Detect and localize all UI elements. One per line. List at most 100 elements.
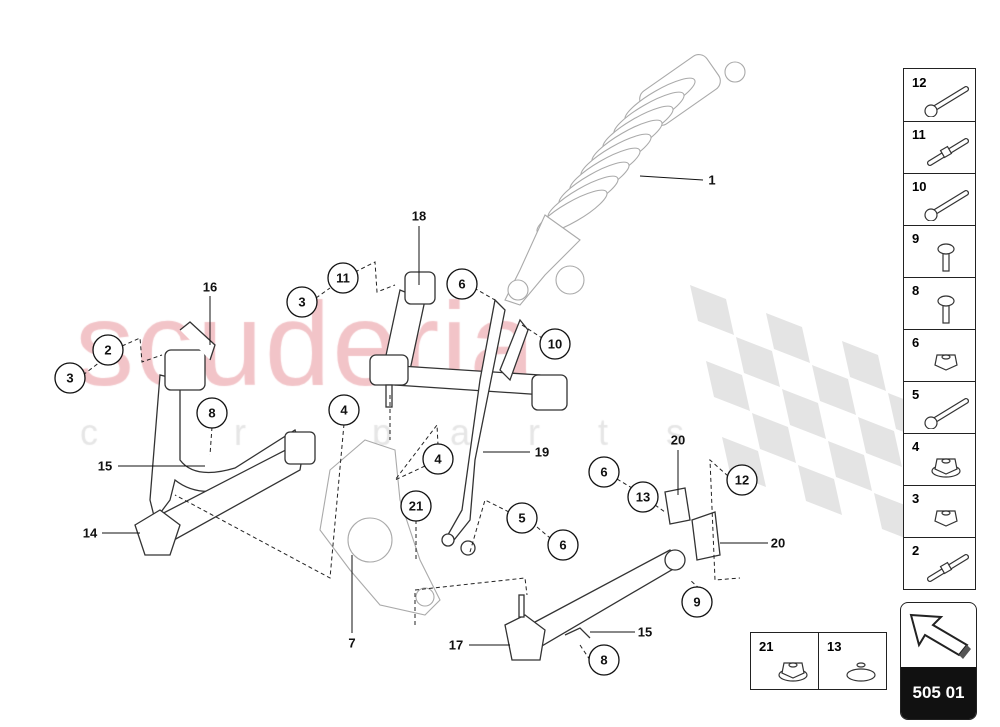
- legend-item-3[interactable]: 3: [904, 485, 975, 538]
- callout-label: 21: [409, 499, 423, 514]
- page-code: 505 01: [901, 667, 976, 719]
- part-label-15[interactable]: 15: [98, 459, 112, 474]
- checkered-flag-logo: [690, 285, 948, 543]
- bushing-pin-icon: [927, 138, 969, 166]
- flag-square: [706, 361, 750, 411]
- bottom-item-13[interactable]: 13: [819, 633, 886, 689]
- flange-nut-icon: [778, 662, 808, 682]
- flag-square: [812, 365, 856, 415]
- flag-square: [752, 413, 796, 463]
- legend-item-4[interactable]: 4: [904, 433, 975, 486]
- toe-link: [441, 298, 529, 556]
- legend-number: 4: [912, 439, 920, 454]
- legend-item-6[interactable]: 6: [904, 329, 975, 382]
- part-label-15[interactable]: 15: [638, 625, 652, 640]
- legend-item-11[interactable]: 11: [904, 121, 975, 174]
- part-label-18[interactable]: 18: [412, 209, 426, 224]
- part-label-1[interactable]: 1: [708, 173, 715, 188]
- legend-number: 11: [912, 127, 926, 142]
- part-label-14[interactable]: 14: [83, 526, 98, 541]
- callout-label: 5: [518, 511, 525, 526]
- callout-label: 12: [735, 473, 749, 488]
- legend-item-2[interactable]: 2: [904, 537, 975, 589]
- callout-label: 4: [434, 452, 442, 467]
- pin-icon: [927, 554, 969, 582]
- legend-number: 9: [912, 231, 920, 246]
- callout-11[interactable]: 11: [327, 262, 359, 294]
- callout-5[interactable]: 5: [506, 502, 538, 534]
- lock-nut-icon: [934, 510, 958, 527]
- legend-number: 5: [912, 387, 920, 402]
- navigation-button[interactable]: 505 01: [900, 602, 977, 720]
- legend-number: 21: [759, 639, 774, 654]
- callout-label: 6: [458, 277, 465, 292]
- shock-absorber: [504, 54, 746, 306]
- legend-item-12[interactable]: 12: [904, 69, 975, 122]
- callout-label: 3: [298, 295, 305, 310]
- legend-number: 3: [912, 491, 920, 506]
- legend-item-8[interactable]: 8: [904, 277, 975, 330]
- callout-6[interactable]: 6: [446, 268, 478, 300]
- flag-square: [828, 441, 872, 491]
- callout-label: 9: [693, 595, 700, 610]
- legend-item-10[interactable]: 10: [904, 173, 975, 226]
- part-label-19[interactable]: 19: [535, 445, 549, 460]
- lower-wishbone: [134, 321, 316, 556]
- callout-8[interactable]: 8: [588, 644, 620, 676]
- legend-item-5[interactable]: 5: [904, 381, 975, 434]
- legend-panel: 12 11 10 9 8 6 5 4 3 2: [903, 68, 976, 590]
- callout-label: 3: [66, 371, 73, 386]
- legend-number: 2: [912, 543, 920, 558]
- washer-icon: [846, 662, 876, 682]
- flag-square: [690, 285, 734, 335]
- callout-4[interactable]: 4: [328, 394, 360, 426]
- short-bolt-icon: [937, 243, 955, 272]
- bolt-flanged-icon: [924, 86, 969, 118]
- hex-nut-icon: [934, 354, 958, 371]
- callout-label: 8: [208, 406, 215, 421]
- callout-label: 6: [559, 538, 566, 553]
- long-bolt-icon: [924, 190, 969, 222]
- callout-8[interactable]: 8: [196, 397, 228, 429]
- bottom-item-21[interactable]: 21: [751, 633, 819, 689]
- arrow-up-left-icon: [909, 613, 971, 659]
- callout-label: 13: [636, 490, 650, 505]
- callout-label: 10: [548, 337, 562, 352]
- callout-6[interactable]: 6: [547, 529, 579, 561]
- callout-21[interactable]: 21: [400, 490, 432, 522]
- brackets: [664, 487, 721, 561]
- callout-label: 11: [336, 271, 350, 286]
- part-label-7[interactable]: 7: [348, 636, 355, 651]
- flag-square: [842, 341, 886, 391]
- hub-carrier: [319, 439, 441, 616]
- lower-link: [504, 549, 686, 661]
- leader-lines: [102, 175, 768, 646]
- upper-wishbone: [369, 271, 568, 411]
- bottom-legend-panel: 21 13: [750, 632, 887, 690]
- callout-9[interactable]: 9: [681, 586, 713, 618]
- callout-10[interactable]: 10: [539, 328, 571, 360]
- legend-number: 10: [912, 179, 927, 194]
- flag-square: [736, 337, 780, 387]
- legend-item-9[interactable]: 9: [904, 225, 975, 278]
- legend-number: 12: [912, 75, 927, 90]
- callout-6[interactable]: 6: [588, 456, 620, 488]
- flange-nut-icon: [931, 458, 961, 478]
- callout-12[interactable]: 12: [726, 464, 758, 496]
- flag-square: [858, 417, 902, 467]
- callout-13[interactable]: 13: [627, 481, 659, 513]
- part-label-16[interactable]: 16: [203, 280, 217, 295]
- part-label-17[interactable]: 17: [449, 638, 463, 653]
- callout-2[interactable]: 2: [92, 334, 124, 366]
- button-head-bolt-icon: [937, 295, 955, 324]
- callout-4[interactable]: 4: [422, 443, 454, 475]
- legend-number: 8: [912, 283, 920, 298]
- bolt-icon: [924, 398, 969, 430]
- callout-3[interactable]: 3: [54, 362, 86, 394]
- circled-callouts: 2 3 3 11 6 10 8 4 4 21 5 6 6 13 12 9 8: [54, 262, 758, 676]
- part-label-20[interactable]: 20: [671, 433, 685, 448]
- callout-3[interactable]: 3: [286, 286, 318, 318]
- part-label-20[interactable]: 20: [771, 536, 785, 551]
